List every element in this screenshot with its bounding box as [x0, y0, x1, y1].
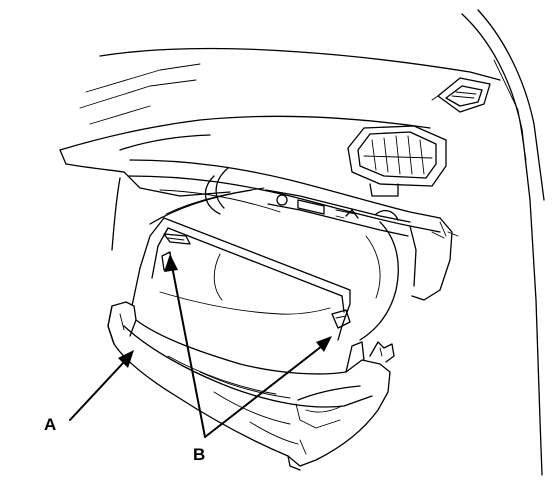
callout-b-arrows: [164, 254, 332, 438]
dash-lower-edge: [111, 177, 399, 341]
callout-a-arrow: [69, 350, 134, 421]
air-vent: [347, 125, 447, 197]
dash-side-panel: [409, 217, 459, 301]
callout-label-b: B: [193, 445, 205, 464]
glove-box-door: [107, 301, 391, 471]
callout-label-a: A: [44, 415, 56, 434]
window-switch: [431, 77, 491, 113]
glove-box-latch-strip: [265, 189, 411, 237]
door-frame: [461, 9, 545, 476]
glove-box-bin: [131, 217, 395, 363]
dashboard-top: [59, 47, 501, 197]
dashboard-lip: [127, 159, 441, 233]
